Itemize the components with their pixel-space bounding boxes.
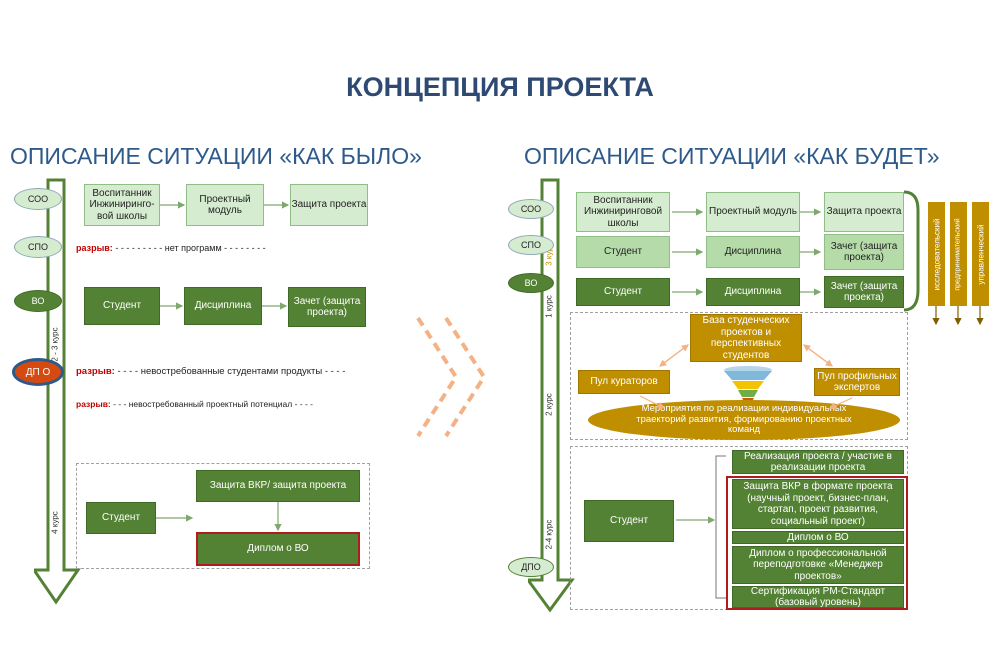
left-dpo-gap-2-label: разрыв: [76, 399, 111, 409]
left-final-student-box: Студент [86, 502, 156, 534]
left-spo-gap: разрыв: - - - - - - - - - нет программ -… [76, 243, 266, 253]
left-level-soo: СОО [14, 188, 62, 210]
right-funnel-icon [724, 366, 772, 405]
left-soo-module-box: Проектный модуль [186, 184, 264, 226]
transition-chevron-arrows [416, 316, 487, 438]
right-row1-module-box: Проектный модуль [706, 192, 800, 232]
right-experts-box: Пул профильных экспертов [814, 368, 900, 396]
page-title: КОНЦЕПЦИЯ ПРОЕКТА [346, 72, 654, 102]
left-dpo-gap-1-text: - - - - невостребованные студентами прод… [117, 366, 346, 377]
left-level-vo: ВО [14, 290, 62, 312]
right-row2-discipline-box: Дисциплина [706, 236, 800, 268]
right-bar-managerial: управленческий [972, 202, 989, 306]
right-timeline-arrow [528, 178, 575, 613]
left-dpo-gap-2: разрыв: - - - невостребованный проектный… [76, 399, 313, 409]
right-row2-student-box: Студент [576, 236, 670, 268]
right-level-dpo: ДПО [508, 557, 554, 577]
left-level-spo: СПО [14, 236, 62, 258]
left-dpo-gap-1: разрыв: - - - - невостребованные студент… [76, 366, 345, 377]
left-level-dpo: ДП О [12, 358, 64, 386]
right-brace [903, 190, 920, 312]
right-curators-box: Пул кураторов [578, 370, 670, 394]
right-row1-defense-box: Защита проекта [824, 192, 904, 232]
right-events-text: Мероприятия по реализации индивидуальных… [636, 403, 852, 436]
right-heading: ОПИСАНИЕ СИТУАЦИИ «КАК БУДЕТ» [524, 143, 940, 169]
left-connectors [156, 201, 290, 532]
left-timeline-arrow [34, 178, 81, 605]
left-final-section-frame [76, 463, 370, 569]
left-final-vkr-box: Защита ВКР/ защита проекта [196, 470, 360, 502]
left-final-diploma-box: Диплом о ВО [196, 532, 360, 566]
right-level-vo: ВО [508, 273, 554, 293]
right-outcome-vkr: Защита ВКР в формате проекта (научный пр… [732, 479, 904, 529]
right-outcome-pm-certification: Сертификация PM-Стандарт (базовый уровен… [732, 586, 904, 608]
right-row3-student-box: Студент [576, 278, 670, 306]
right-outcomes-highlight-frame [726, 476, 908, 610]
right-outcome-bracket [715, 455, 726, 599]
left-soo-pupil-box: Воспитанник Инжиниринго-вой школы [84, 184, 160, 226]
left-vo-student-box: Студент [84, 287, 160, 325]
right-outcome-diploma-vo: Диплом о ВО [732, 531, 904, 544]
right-bar-research: исследовательский [928, 202, 945, 306]
right-level-soo: СОО [508, 199, 554, 219]
left-heading: ОПИСАНИЕ СИТУАЦИИ «КАК БЫЛО» [10, 143, 422, 169]
right-row3-credit-box: Зачет (защита проекта) [824, 276, 904, 308]
right-outcome-retraining: Диплом о профессиональной переподготовке… [732, 546, 904, 584]
right-student-box: Студент [584, 500, 674, 542]
right-level-spo: СПО [508, 235, 554, 255]
right-row2-credit-box: Зачет (защита проекта) [824, 234, 904, 270]
right-bar-entrepreneurial: предпринимательский [950, 202, 967, 306]
right-row3-discipline-box: Дисциплина [706, 278, 800, 306]
left-soo-defense-box: Защита проекта [290, 184, 368, 226]
right-row1-pupil-box: Воспитанник Инжиниринговой школы [576, 192, 670, 232]
left-dpo-gap-2-text: - - - невостребованный проектный потенци… [113, 399, 313, 409]
left-vo-discipline-box: Дисциплина [184, 287, 262, 325]
left-spo-gap-text: - - - - - - - - - нет программ - - - - -… [115, 243, 266, 253]
left-spo-gap-label: разрыв: [76, 243, 113, 253]
right-db-box: База студенческих проектов и перспективн… [690, 314, 802, 362]
right-outcome-implementation: Реализация проекта / участие в реализаци… [732, 450, 904, 474]
left-vo-credit-box: Зачет (защита проекта) [288, 287, 366, 327]
right-events-ellipse: Мероприятия по реализации индивидуальных… [588, 400, 900, 440]
left-dpo-gap-1-label: разрыв: [76, 366, 115, 377]
